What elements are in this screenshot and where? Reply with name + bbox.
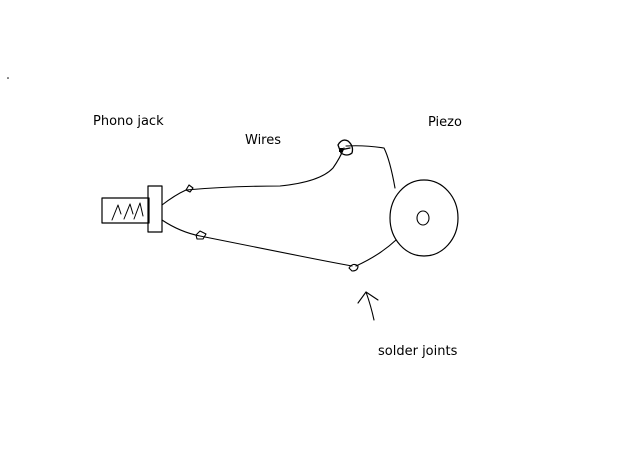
solder-joint-piezo-bottom (348, 263, 359, 272)
stray-dot (7, 77, 9, 79)
phono-jack-label: Phono jack (93, 114, 164, 129)
piezo-center (416, 210, 430, 226)
wire-top-left (161, 147, 345, 206)
wire-top-right (345, 145, 396, 189)
wire-bottom-left (161, 219, 353, 267)
phono-jack-thread (111, 202, 144, 221)
wire-bottom-right (355, 239, 397, 267)
arrow-shaft (365, 291, 375, 321)
wires-label: Wires (245, 133, 282, 148)
piezo-label: Piezo (428, 115, 462, 130)
phono-jack-flange (147, 185, 163, 233)
solder-blob (339, 148, 343, 152)
solder-joints (185, 139, 359, 272)
solder-joint-jack-top (185, 184, 194, 193)
arrow-head (357, 291, 379, 304)
piezo-disc (389, 179, 459, 257)
phono-jack-barrel (101, 197, 150, 224)
piezo-outer (389, 179, 459, 257)
wires (161, 145, 397, 267)
solder-joints-label: solder joints (378, 344, 458, 359)
solder-joint-arrow (357, 291, 379, 321)
solder-joint-piezo-top (337, 139, 354, 156)
solder-joint-jack-bottom (195, 230, 207, 240)
phono-jack (101, 185, 163, 233)
